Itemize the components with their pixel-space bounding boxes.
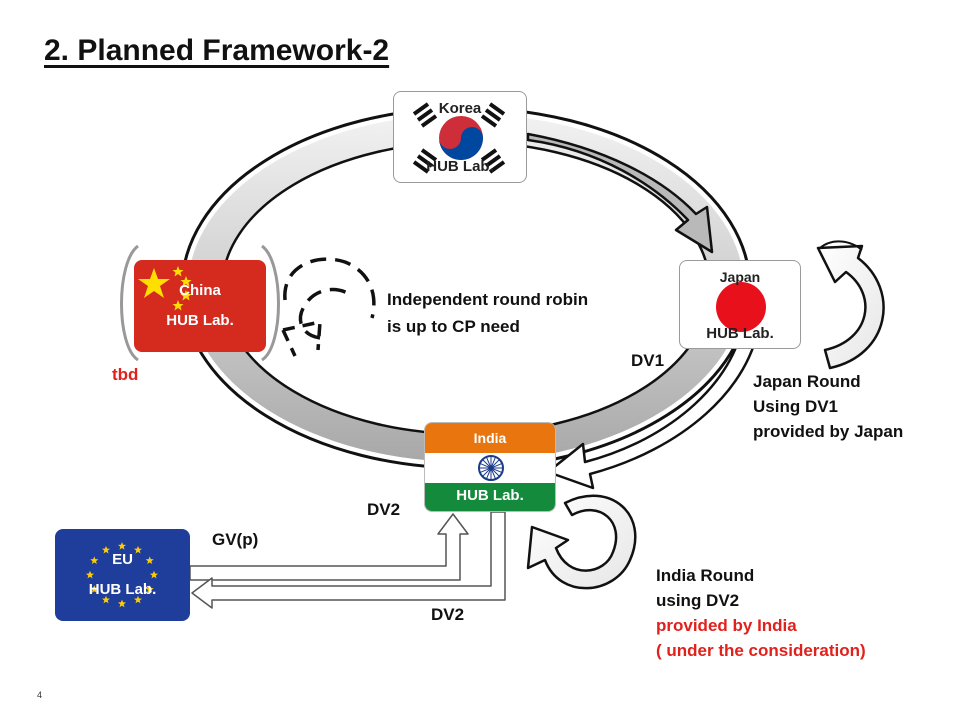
eu-hub-label: HUB Lab. (88, 581, 157, 598)
japan-hub-label: HUB Lab. (706, 325, 774, 342)
eu-star-icon (134, 545, 142, 554)
eu-star-icon (102, 545, 110, 554)
page-title: 2. Planned Framework-2 (44, 34, 390, 67)
china-bracket-right (260, 244, 280, 362)
china-flag-icon (138, 266, 192, 311)
dv1-label: DV1 (631, 351, 665, 370)
korea-to-japan-arrow (526, 132, 714, 254)
eu-star-icon (102, 595, 110, 604)
eu-star-icon (86, 570, 94, 579)
india-to-eu-dv2-arrow (191, 511, 506, 609)
eu-star-icon (150, 570, 158, 579)
japan-to-india-arrow (546, 308, 762, 490)
korea-hub-label: HUB Lab. (426, 158, 494, 175)
gvp-label: GV(p) (212, 530, 259, 549)
china-hub-label: HUB Lab. (166, 312, 234, 329)
page-number: 4 (37, 690, 43, 700)
japan-hub-box: Japan HUB Lab. (679, 260, 801, 349)
dv2-bottom-label: DV2 (431, 605, 465, 624)
tbd-label: tbd (112, 365, 139, 384)
japan-round-line1: Japan Round (753, 372, 861, 391)
japan-round-loop-tail (819, 240, 863, 251)
india-hub-label: HUB Lab. (456, 487, 524, 504)
korea-name: Korea (438, 100, 482, 117)
korea-hub-box: Korea HUB Lab. (393, 91, 527, 183)
eu-stars-icon (86, 542, 158, 608)
china-name: China (179, 282, 221, 299)
eu-name: EU (112, 551, 133, 568)
independent-round-robin-dashed-arrow-inner (298, 287, 354, 340)
eu-star-icon (145, 585, 154, 593)
india-round-loop-arrow (526, 494, 637, 590)
japan-round-line3: provided by Japan (753, 422, 904, 441)
japan-round-loop-arrow (816, 244, 885, 370)
eu-star-icon (145, 556, 154, 564)
eu-star-icon (90, 556, 99, 564)
india-hub-box: India HUB Lab. (424, 422, 556, 512)
india-round-line2: using DV2 (656, 591, 740, 610)
eu-star-icon (90, 585, 99, 593)
india-round-line3: provided by India (656, 616, 797, 635)
japan-round-line2: Using DV1 (753, 397, 839, 416)
india-round-line1: India Round (656, 566, 755, 585)
ashoka-chakra-icon (478, 455, 504, 481)
eu-star-icon (118, 542, 126, 550)
independent-round-robin-line1: Independent round robin (387, 290, 589, 309)
india-round-line4: ( under the consideration) (656, 641, 866, 660)
eu-to-india-gv-arrow (189, 513, 469, 581)
china-bracket-left (120, 244, 140, 362)
independent-round-robin-line2: is up to CP need (387, 317, 520, 336)
eu-star-icon (118, 599, 126, 608)
japan-name: Japan (719, 269, 761, 285)
india-flag-green-band (425, 483, 555, 511)
independent-round-robin-dashed-head (281, 319, 322, 357)
eu-hub-box: EU HUB Lab. (55, 529, 190, 621)
dv2-ring-label: DV2 (367, 500, 401, 519)
independent-round-robin-dashed-arrow (283, 257, 376, 319)
india-flag-saffron-band (425, 423, 555, 453)
india-name: India (473, 430, 507, 446)
china-hub-box: China HUB Lab. (134, 260, 266, 352)
eu-star-icon (134, 595, 142, 604)
inner-ring (220, 140, 712, 436)
korea-flag-icon (412, 102, 506, 174)
japan-flag-icon (716, 282, 766, 332)
